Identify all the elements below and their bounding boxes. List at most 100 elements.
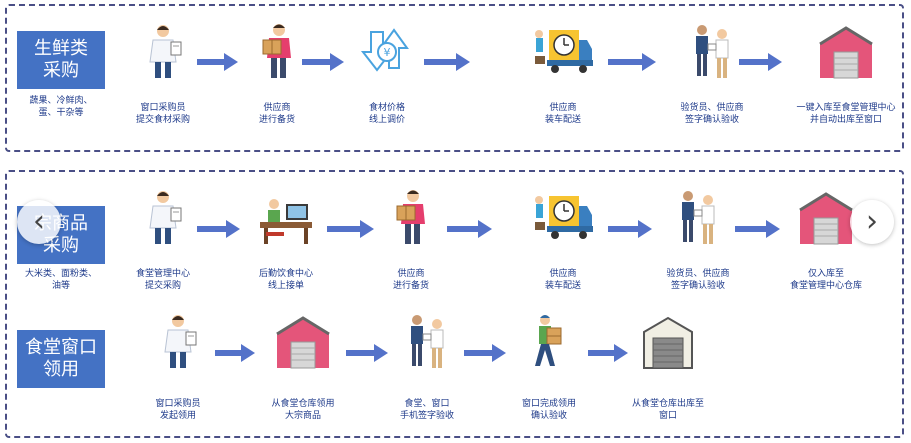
flow-arrow-icon: [735, 219, 780, 243]
delivery-truck-icon: [533, 22, 593, 82]
category-line: 食堂窗口: [25, 337, 97, 358]
category-line: 领用: [43, 359, 79, 380]
flow-arrow-icon: [327, 219, 374, 243]
caption-line: 窗口完成领用: [521, 399, 576, 409]
handover-check-icon: [397, 312, 457, 372]
clipboard-worker-icon: [133, 22, 193, 82]
step-caption: 窗口采购员发起领用: [155, 398, 200, 422]
step-caption: 从食堂仓库领用大宗商品: [271, 398, 334, 422]
caption-line: 发起领用: [159, 411, 196, 421]
handover-check-icon: [668, 188, 728, 248]
svg-text:¥: ¥: [384, 46, 391, 59]
caption-line: 供应商: [397, 269, 425, 279]
process-step: 供应商进行备货: [351, 188, 471, 292]
process-step: 供应商装车配送: [503, 188, 623, 292]
caption-line: 食堂、窗口: [404, 399, 450, 409]
step-caption: 仅入库至食堂管理中心仓库: [790, 268, 862, 292]
caption-line: 供应商: [549, 269, 577, 279]
flow-arrow-icon: [215, 343, 255, 367]
description-line: 蔬果、冷鲜肉、: [29, 96, 93, 106]
delivery-truck-icon: [533, 188, 593, 248]
step-caption: 验货员、供应商签字确认验收: [666, 268, 729, 292]
step-caption: 供应商进行备货: [393, 268, 429, 292]
category-line: 采购: [43, 235, 79, 256]
step-caption: 后勤饮食中心线上接单: [259, 268, 313, 292]
process-step: ¥ 食材价格线上调价: [327, 22, 447, 126]
garage-store-icon: [638, 312, 698, 372]
caption-line: 后勤饮食中心: [258, 269, 313, 279]
warehouse-icon: [816, 22, 876, 82]
step-caption: 食堂管理中心提交采购: [136, 268, 190, 292]
bulk-goods-panel: [5, 170, 904, 438]
caption-line: 窗口采购员: [140, 103, 186, 113]
caption-line: 食堂管理中心: [135, 269, 190, 279]
process-step: 从食堂仓库领用大宗商品: [243, 312, 363, 422]
step-caption: 验货员、供应商签字确认验收: [680, 102, 743, 126]
flow-arrow-icon: [346, 343, 388, 367]
caption-line: 进行备货: [258, 115, 295, 125]
category-line: 生鲜类: [34, 38, 88, 59]
flow-arrow-icon: [464, 343, 506, 367]
caption-line: 签字确认验收: [670, 281, 725, 291]
category-canteen-window: 食堂窗口领用: [17, 330, 105, 388]
process-step: 食堂管理中心提交采购: [103, 188, 223, 292]
flow-arrow-icon: [197, 219, 240, 243]
supplier-box-icon: [247, 22, 307, 82]
clipboard-worker-icon: [133, 188, 193, 248]
process-step: 供应商装车配送: [503, 22, 623, 126]
flow-arrow-icon: [739, 52, 782, 76]
caption-line: 窗口采购员: [155, 399, 201, 409]
handover-check-icon: [682, 22, 742, 82]
caption-line: 食材价格: [368, 103, 405, 113]
step-caption: 从食堂仓库出库至窗口: [632, 398, 704, 422]
caption-line: 从食堂仓库领用: [271, 399, 335, 409]
caption-line: 仅入库至: [807, 269, 844, 279]
caption-line: 提交食材采购: [135, 115, 190, 125]
description-line: 大米类、面粉类、: [24, 269, 97, 279]
carrying-boxes-icon: [519, 312, 579, 372]
category-line: 采购: [43, 60, 79, 81]
caption-line: 进行备货: [392, 281, 429, 291]
process-step: 供应商进行备货: [217, 22, 337, 126]
description-line: 蛋、干杂等: [38, 108, 84, 118]
caption-line: 手机签字验收: [399, 411, 454, 421]
warehouse-icon: [796, 188, 856, 248]
caption-line: 提交采购: [144, 281, 181, 291]
process-step: 一键入库至食堂管理中心并自动出库至窗口: [786, 22, 906, 126]
step-caption: 窗口采购员提交食材采购: [136, 102, 190, 126]
caption-line: 装车配送: [544, 281, 581, 291]
process-step: 验货员、供应商签字确认验收: [652, 22, 772, 126]
caption-line: 供应商: [549, 103, 577, 113]
clipboard-worker-icon: [148, 312, 208, 372]
fresh-food-panel: [5, 4, 904, 152]
process-step: 验货员、供应商签字确认验收: [638, 188, 758, 292]
caption-line: 食堂管理中心仓库: [789, 281, 862, 291]
caption-line: 签字确认验收: [684, 115, 739, 125]
carousel-next-button[interactable]: ›: [850, 200, 894, 244]
caption-line: 确认验收: [530, 411, 567, 421]
caption-line: 装车配送: [544, 115, 581, 125]
caption-line: 验货员、供应商: [680, 103, 744, 113]
flow-arrow-icon: [608, 52, 656, 76]
category-description: 蔬果、冷鲜肉、 蛋、干杂等: [12, 95, 110, 119]
flow-arrow-icon: [588, 343, 628, 367]
step-caption: 食堂、窗口手机签字验收: [400, 398, 454, 422]
caption-line: 供应商: [263, 103, 291, 113]
step-caption: 窗口完成领用确认验收: [522, 398, 576, 422]
process-step: 后勤饮食中心线上接单: [226, 188, 346, 292]
price-adjust-icon: ¥: [357, 22, 417, 82]
flow-arrow-icon: [302, 52, 344, 76]
warehouse-icon: [273, 312, 333, 372]
carousel-prev-button[interactable]: ‹: [17, 200, 61, 244]
flow-arrow-icon: [447, 219, 492, 243]
process-step: 窗口采购员发起领用: [118, 312, 238, 422]
process-step: 仅入库至食堂管理中心仓库: [766, 188, 886, 292]
caption-line: 从食堂仓库出库至: [631, 399, 704, 409]
process-step: 食堂、窗口手机签字验收: [367, 312, 487, 422]
category-fresh-food: 生鲜类采购: [17, 31, 105, 89]
step-caption: 食材价格线上调价: [369, 102, 405, 126]
flow-arrow-icon: [424, 52, 470, 76]
step-caption: 供应商装车配送: [545, 102, 581, 126]
supplier-box-icon: [381, 188, 441, 248]
caption-line: 并自动出库至窗口: [809, 115, 882, 125]
